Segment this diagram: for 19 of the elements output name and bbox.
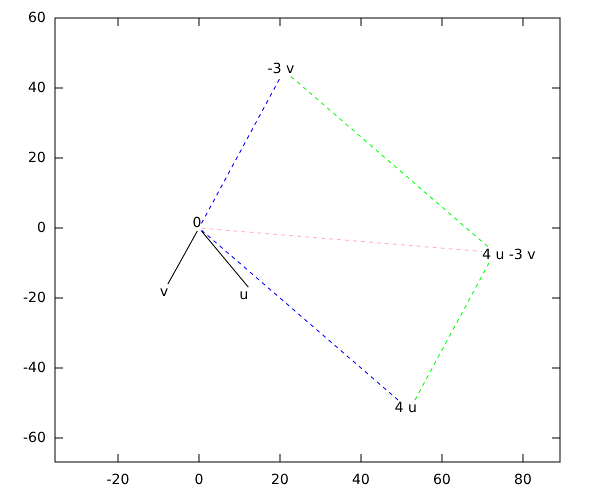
- axis-tick-label: -40: [23, 360, 46, 376]
- point-label: -3 v: [268, 60, 294, 76]
- axis-tick-label: -60: [23, 430, 46, 446]
- axis-tick-label: 60: [433, 472, 451, 488]
- axis-tick-label: 20: [271, 472, 289, 488]
- axis-tick-label: 80: [514, 472, 532, 488]
- axis-tick-label: 0: [37, 220, 46, 236]
- axis-tick-label: 60: [28, 10, 46, 26]
- point-label: u: [239, 287, 248, 304]
- axis-tick-label: -20: [23, 290, 46, 306]
- point-label: 0: [192, 215, 202, 231]
- axis-tick-label: 20: [28, 150, 46, 166]
- axis-tick-label: 0: [194, 472, 204, 488]
- axis-tick-label: 40: [28, 80, 46, 96]
- point-label: v: [160, 284, 168, 300]
- point-label: 4 u -3 v: [482, 246, 536, 262]
- axis-tick-label: -20: [106, 472, 130, 488]
- point-label: 4 u: [394, 400, 417, 416]
- axis-tick-label: 40: [352, 472, 370, 488]
